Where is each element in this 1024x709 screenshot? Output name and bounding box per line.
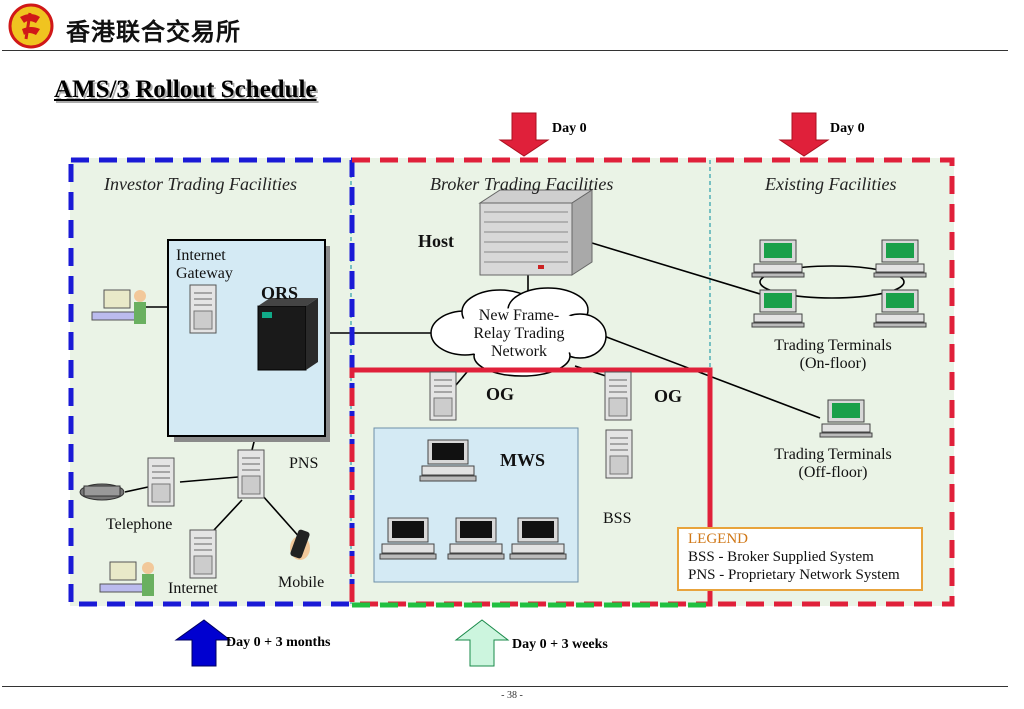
label-internet: Internet	[168, 580, 218, 597]
brand-name: 香港联合交易所	[66, 17, 241, 46]
label-terminals-onfloor: Trading Terminals (On-floor)	[774, 337, 892, 372]
mobile-icon	[290, 529, 310, 560]
internet-server-icon	[189, 529, 217, 579]
label-mws: MWS	[500, 450, 545, 470]
legend-item-pns: PNS - Proprietary Network System	[688, 567, 900, 583]
label-day0-existing: Day 0	[830, 121, 865, 136]
label-internet-gateway: Internet Gateway	[176, 247, 233, 282]
mws-pc-icon	[419, 439, 477, 482]
header-divider	[2, 50, 1008, 51]
terminal-icon	[873, 289, 927, 328]
telephone-server-icon	[147, 457, 175, 507]
label-host: Host	[418, 231, 454, 251]
og-server-icon	[604, 371, 632, 421]
label-day0-3weeks: Day 0 + 3 weeks	[512, 637, 608, 652]
day0-arrow-broker	[498, 112, 550, 157]
ors-server-icon	[257, 298, 318, 371]
bss-server-icon	[605, 429, 633, 479]
section-existing: Existing Facilities	[765, 174, 897, 194]
footer-divider	[2, 686, 1008, 687]
terminal-icon	[751, 239, 805, 278]
page-title: AMS/3 Rollout Schedule	[54, 76, 317, 103]
terminal-icon	[751, 289, 805, 328]
investor-user-icon	[91, 289, 146, 324]
gateway-server-icon	[189, 284, 217, 334]
day0-3months-arrow	[174, 619, 232, 667]
legend-box: LEGEND BSS - Broker Supplied System PNS …	[677, 527, 923, 591]
section-broker: Broker Trading Facilities	[430, 174, 614, 194]
label-og-1: OG	[486, 384, 515, 404]
label-bss: BSS	[603, 510, 632, 527]
hkex-logo	[8, 3, 54, 49]
legend-heading: LEGEND	[688, 531, 748, 547]
mws-pc-icon	[379, 517, 437, 560]
day0-arrow-existing	[778, 112, 830, 157]
page-number: - 38 -	[501, 690, 523, 701]
mws-pc-icon	[447, 517, 505, 560]
label-mobile: Mobile	[278, 574, 325, 591]
label-telephone: Telephone	[106, 516, 173, 533]
label-terminals-offfloor: Trading Terminals (Off-floor)	[774, 446, 892, 481]
day0-3weeks-arrow	[454, 619, 510, 667]
pns-server-icon	[237, 449, 265, 499]
telephone-icon	[79, 483, 125, 501]
internet-user-icon	[99, 561, 154, 596]
label-day0-broker: Day 0	[552, 121, 587, 136]
broker-rollout-border	[352, 157, 955, 607]
og-server-icon	[429, 371, 457, 421]
label-og-2: OG	[654, 386, 683, 406]
section-investor: Investor Trading Facilities	[104, 174, 297, 194]
label-ors: ORS	[261, 283, 299, 303]
label-day0-3months: Day 0 + 3 months	[226, 635, 331, 650]
investor-rollout-border	[68, 157, 355, 607]
mws-pc-icon	[509, 517, 567, 560]
host-mainframe-icon	[478, 189, 594, 276]
terminal-icon	[819, 399, 873, 438]
terminal-icon	[873, 239, 927, 278]
label-pns: PNS	[289, 455, 319, 472]
legend-item-bss: BSS - Broker Supplied System	[688, 549, 874, 565]
label-network: New Frame- Relay Trading Network	[473, 307, 565, 360]
